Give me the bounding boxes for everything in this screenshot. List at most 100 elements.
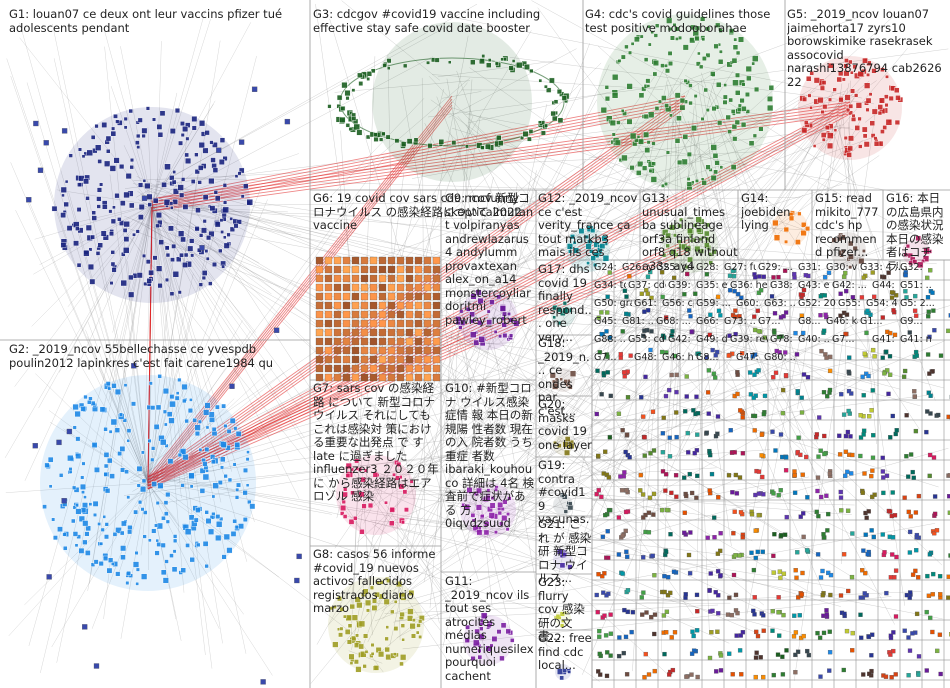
node <box>333 256 342 265</box>
edge <box>797 83 843 409</box>
node <box>568 249 573 254</box>
node <box>494 530 498 535</box>
small-group-cell <box>943 479 950 501</box>
node <box>884 473 890 478</box>
edge <box>387 355 879 474</box>
small-group-cell <box>591 619 615 641</box>
node <box>180 236 186 243</box>
edge <box>169 493 354 635</box>
node <box>893 672 898 677</box>
node <box>652 612 658 617</box>
node <box>715 629 720 634</box>
node <box>824 612 829 617</box>
node <box>691 633 696 639</box>
node <box>150 457 155 462</box>
node <box>95 251 101 256</box>
node <box>827 668 832 673</box>
node <box>360 355 369 364</box>
node <box>737 475 743 480</box>
node <box>125 173 132 180</box>
node <box>396 346 405 355</box>
node <box>759 453 764 458</box>
node <box>623 509 629 515</box>
node <box>714 160 720 166</box>
node <box>83 250 90 257</box>
node <box>94 124 99 129</box>
node <box>695 432 700 437</box>
node <box>641 515 646 520</box>
group-label-g1: G1: louan07 ce deux ont leur vaccins pfi… <box>9 8 283 35</box>
node <box>636 135 641 139</box>
node <box>369 301 378 310</box>
node <box>695 61 701 67</box>
node <box>333 274 342 283</box>
node <box>850 452 855 458</box>
node <box>622 607 627 613</box>
node <box>369 328 378 337</box>
node <box>491 636 498 642</box>
node <box>706 411 711 416</box>
node <box>476 487 482 494</box>
node <box>171 243 177 249</box>
node <box>689 490 695 496</box>
node <box>704 430 709 435</box>
edge <box>495 353 636 510</box>
node <box>351 319 360 328</box>
node <box>502 311 507 317</box>
edge <box>421 77 426 555</box>
node <box>115 527 122 534</box>
node <box>202 461 208 467</box>
node <box>800 229 807 236</box>
node <box>788 215 795 221</box>
node <box>843 433 849 439</box>
node <box>684 493 689 499</box>
node <box>342 328 351 337</box>
node <box>846 588 851 594</box>
node <box>661 415 666 421</box>
edge <box>149 191 879 386</box>
node <box>133 509 139 515</box>
node <box>106 149 111 154</box>
node <box>694 628 700 633</box>
node <box>813 77 820 84</box>
small-group-cell <box>943 659 950 681</box>
node <box>499 655 505 662</box>
node <box>187 245 194 252</box>
node <box>72 485 77 490</box>
node <box>667 51 673 56</box>
node <box>211 427 217 432</box>
node <box>204 130 210 136</box>
node <box>111 126 116 131</box>
cluster-g2 <box>40 375 256 591</box>
node <box>199 245 205 251</box>
node <box>752 55 759 62</box>
node <box>902 495 907 500</box>
edge <box>162 454 468 488</box>
node <box>202 219 207 224</box>
group-label-g11: G11: _2019_ncov ils tout ses atrocités m… <box>445 575 534 683</box>
node <box>396 310 405 319</box>
node <box>117 217 122 222</box>
node <box>806 652 812 658</box>
node <box>223 424 228 428</box>
node <box>508 65 514 71</box>
node <box>62 532 67 537</box>
node <box>895 95 901 101</box>
small-group-label: G52: 20... <box>798 298 836 309</box>
node <box>164 443 169 448</box>
edge <box>560 250 690 597</box>
small-group-cell <box>811 639 835 661</box>
node <box>745 109 750 114</box>
edge <box>369 10 900 498</box>
node <box>383 598 390 605</box>
node <box>216 147 222 153</box>
small-group-cell <box>833 539 857 561</box>
node <box>848 240 854 247</box>
node <box>756 368 761 373</box>
node <box>180 121 185 126</box>
node <box>646 84 651 88</box>
small-group-label: G39: revi... <box>730 334 768 345</box>
edge <box>708 221 742 263</box>
node <box>213 190 218 195</box>
edge <box>334 80 470 93</box>
